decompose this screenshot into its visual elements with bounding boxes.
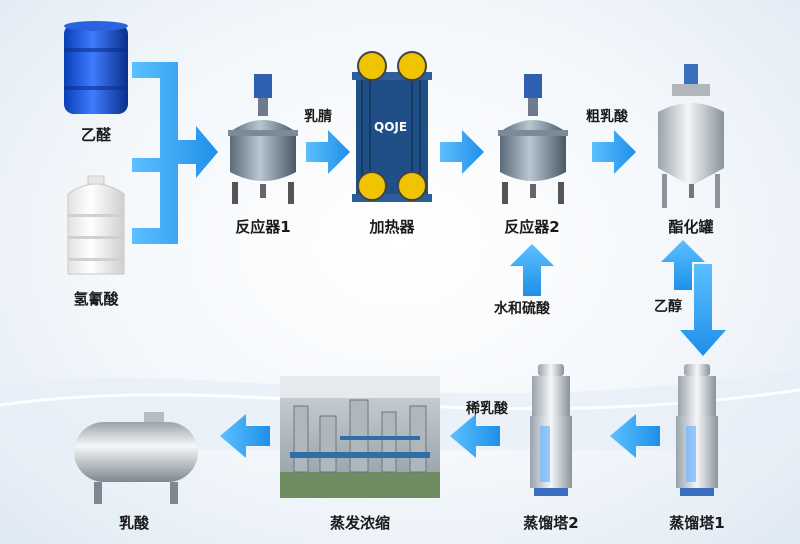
node-label-still1: 蒸馏塔1 bbox=[669, 514, 725, 532]
edge-label-water-acid: 水和硫酸 bbox=[494, 301, 550, 317]
arrow-ethanol-up bbox=[661, 240, 705, 290]
node-label-evaporator: 蒸发浓缩 bbox=[329, 514, 391, 532]
edge-label-lactonitrile: 乳腈 bbox=[304, 109, 332, 125]
arrow-reactor2-esterify bbox=[592, 130, 636, 174]
node-label-reactor1: 反应器1 bbox=[235, 218, 291, 236]
still-2-icon bbox=[530, 364, 572, 496]
heater-brand: QOJE bbox=[374, 120, 408, 134]
edge-label-ethanol: 乙醇 bbox=[654, 299, 682, 315]
edge-label-dilute: 稀乳酸 bbox=[466, 401, 508, 417]
node-label-reactor2: 反应器2 bbox=[504, 218, 560, 236]
node-label-still2: 蒸馏塔2 bbox=[523, 514, 579, 532]
reactor-1-icon bbox=[228, 74, 298, 204]
horizontal-tank-icon bbox=[74, 412, 198, 504]
still-1-icon bbox=[676, 364, 718, 496]
arrow-still2-evaporator bbox=[450, 414, 500, 458]
evaporator-plant-image bbox=[280, 376, 440, 498]
node-label-lactic: 乳酸 bbox=[118, 514, 150, 532]
arrow-heater-reactor2 bbox=[440, 130, 484, 174]
reactor-2-icon bbox=[498, 74, 568, 204]
plate-heater-icon bbox=[352, 51, 432, 202]
node-label-hcn: 氢氰酸 bbox=[73, 290, 119, 308]
node-label-esterify: 酯化罐 bbox=[668, 218, 714, 236]
blue-drum-icon bbox=[64, 21, 128, 114]
esterify-tank-icon bbox=[658, 64, 724, 208]
arrow-reactor1-heater bbox=[306, 130, 350, 174]
merge-arrow bbox=[132, 62, 218, 244]
node-label-acetaldehyde: 乙醛 bbox=[80, 126, 112, 144]
node-label-heater: 加热器 bbox=[369, 218, 415, 236]
arrow-evaporator-lactic bbox=[220, 414, 270, 458]
arrow-still1-still2 bbox=[610, 414, 660, 458]
white-tank-icon bbox=[67, 175, 125, 275]
arrow-water-acid-up bbox=[510, 244, 554, 296]
arrow-esterify-still1 bbox=[680, 264, 726, 356]
edge-label-crude: 粗乳酸 bbox=[586, 109, 628, 125]
